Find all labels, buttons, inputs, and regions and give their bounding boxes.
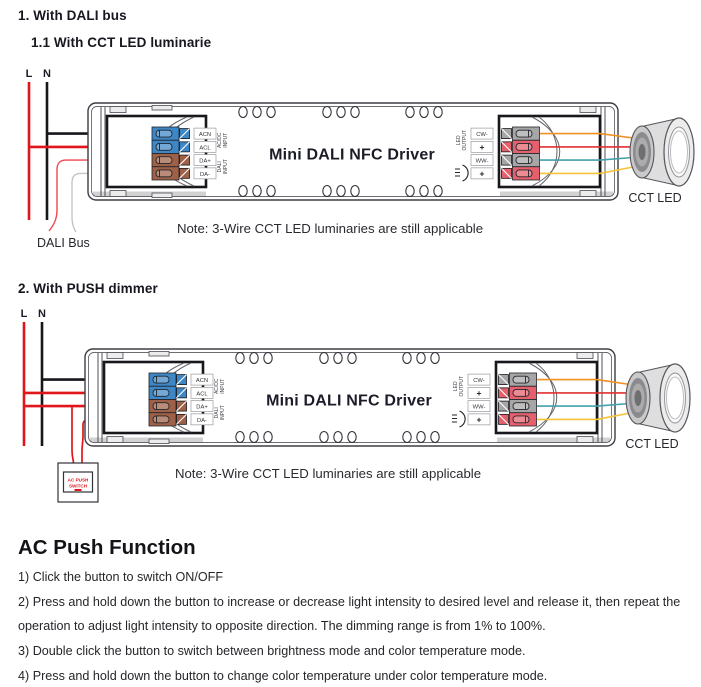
ac-push-function-title: AC Push Function xyxy=(18,536,196,559)
output-group-line2: OUTPUT xyxy=(459,376,465,397)
terminal-label-acn: ACN xyxy=(196,378,208,384)
output-terminal-ww xyxy=(498,399,537,414)
vent-holes xyxy=(238,105,443,198)
nfc-icon xyxy=(452,410,466,428)
dali-bus-wire-minus xyxy=(71,172,153,233)
cap-shade-right xyxy=(497,437,610,443)
section1-heading: 1. With DALI bus xyxy=(18,8,127,23)
cct-led-label: CCT LED xyxy=(625,437,678,451)
output-terminal-plus2 xyxy=(501,166,540,181)
wire-orange xyxy=(540,132,634,139)
terminal-label-acl: ACL xyxy=(196,391,208,397)
wire-teal xyxy=(540,156,634,161)
push-switch-inner xyxy=(62,471,94,493)
output-terminal-cw xyxy=(501,126,540,141)
input-group-dali-line1: DALI xyxy=(217,161,223,172)
driver-device: ACN ACL DA+ xyxy=(84,348,616,447)
wire-yellow xyxy=(537,412,631,421)
section2-heading: 2. With PUSH dimmer xyxy=(18,281,158,296)
terminal-label-cw: CW- xyxy=(476,132,488,138)
terminal-label-da-plus: DA+ xyxy=(196,405,208,411)
cap-shade-right xyxy=(500,191,613,197)
push-switch-circuit: AC PUSH SWITCH xyxy=(57,406,150,503)
live-label: L xyxy=(21,308,28,320)
output-terminal-plus1 xyxy=(498,385,537,400)
wire-orange xyxy=(537,378,631,386)
neutral-label: N xyxy=(43,68,51,80)
input-group-acdc-line2: INPUT xyxy=(223,133,229,148)
note-diagram1: Note: 3-Wire CCT LED luminaries are stil… xyxy=(177,221,483,236)
terminal-label-ww: WW- xyxy=(476,159,489,165)
input-terminal-da-plus: DA+ xyxy=(148,399,214,414)
live-label: L xyxy=(26,68,33,80)
cct-led-module: CCT LED xyxy=(628,117,695,205)
diagram-dali-bus: L N DALI Bus xyxy=(26,68,695,250)
input-terminal-acl: ACL xyxy=(151,139,217,154)
vent-holes xyxy=(235,351,440,444)
terminal-label-plus2: + xyxy=(480,168,485,178)
input-terminal-da-plus: DA+ xyxy=(151,153,217,168)
led-output-wires xyxy=(537,378,631,421)
wire-yellow xyxy=(540,166,634,175)
input-terminal-da-minus: DA- xyxy=(148,412,214,427)
terminal-label-cw: CW- xyxy=(473,378,485,384)
input-group-acdc-line1: AC/DC xyxy=(217,132,223,148)
push-switch-label-line1: AC PUSH xyxy=(68,478,89,483)
push-switch-indicator xyxy=(74,489,82,491)
output-terminal-ww xyxy=(501,153,540,168)
instruction-line: 3) Double click the button to switch bet… xyxy=(18,644,526,659)
terminal-label-da-plus: DA+ xyxy=(199,159,211,165)
cap-shade-left xyxy=(93,191,206,197)
terminal-label-da-minus: DA- xyxy=(200,172,210,178)
cct-led-module: CCT LED xyxy=(625,363,691,451)
output-group-line1: LED xyxy=(456,135,462,145)
output-group-line2: OUTPUT xyxy=(462,130,468,151)
diagram-push-dimmer: L N AC PUSH SWITCH xyxy=(21,308,691,503)
led-output-wires xyxy=(540,132,634,175)
push-switch-label-line2: SWITCH xyxy=(69,484,88,489)
output-terminal-cw xyxy=(498,372,537,387)
wire-teal xyxy=(537,402,631,407)
input-terminal-da-minus: DA- xyxy=(151,166,217,181)
output-terminal-plus2 xyxy=(498,412,537,427)
dali-bus-wire-plus xyxy=(48,159,153,232)
input-group-acdc-line2: INPUT xyxy=(220,379,226,394)
input-terminal-acl: ACL xyxy=(148,385,214,400)
output-group-line1: LED xyxy=(453,381,459,391)
section1-subheading: 1.1 With CCT LED luminarie xyxy=(31,35,212,50)
driver-title: Mini DALI NFC Driver xyxy=(269,147,435,164)
input-group-dali-line2: INPUT xyxy=(223,159,229,174)
instruction-line: 1) Click the button to switch ON/OFF xyxy=(18,570,224,584)
driver-title: Mini DALI NFC Driver xyxy=(266,393,432,410)
neutral-label: N xyxy=(38,308,46,320)
terminal-label-plus2: + xyxy=(477,414,482,424)
ac-push-function-instructions: 1) Click the button to switch ON/OFF 2) … xyxy=(18,565,690,687)
terminal-label-acn: ACN xyxy=(199,132,211,138)
instruction-line: 2) Press and hold down the button to inc… xyxy=(18,594,681,609)
input-group-acdc-line1: AC/DC xyxy=(214,378,220,394)
cct-led-label: CCT LED xyxy=(628,191,681,205)
input-group-dali-line1: DALI xyxy=(214,407,220,418)
terminal-label-plus1: + xyxy=(480,142,485,152)
nfc-icon xyxy=(455,164,469,182)
cap-shade-left xyxy=(90,437,203,443)
push-wire-down xyxy=(71,406,75,464)
terminal-label-ww: WW- xyxy=(473,405,486,411)
dali-bus-wires: DALI Bus xyxy=(37,159,153,250)
input-terminal-acn: ACN xyxy=(148,372,214,387)
terminal-label-acl: ACL xyxy=(199,145,211,151)
note-diagram2: Note: 3-Wire CCT LED luminaries are stil… xyxy=(175,466,481,481)
instruction-line: 4) Press and hold down the button to cha… xyxy=(18,668,548,683)
driver-device: ACN ACL DA+ xyxy=(87,102,619,201)
input-terminal-acn: ACN xyxy=(151,126,217,141)
input-group-dali-line2: INPUT xyxy=(220,405,226,420)
instruction-line: operation to adjust light intensity to o… xyxy=(18,619,546,634)
terminal-label-da-minus: DA- xyxy=(197,418,207,424)
dali-bus-label: DALI Bus xyxy=(37,236,90,250)
output-terminal-plus1 xyxy=(501,139,540,154)
terminal-label-plus1: + xyxy=(477,388,482,398)
